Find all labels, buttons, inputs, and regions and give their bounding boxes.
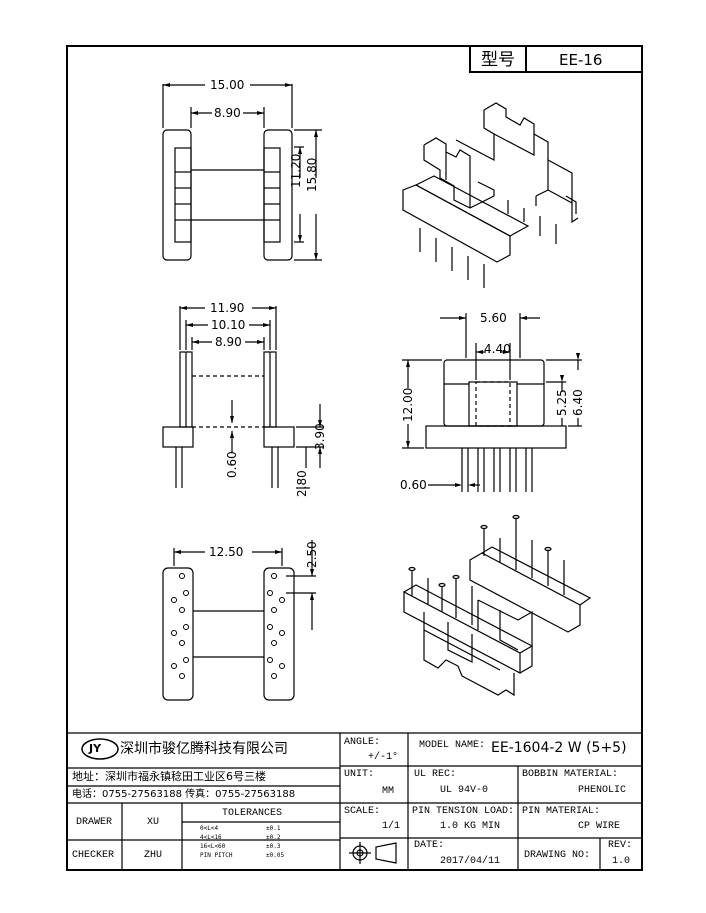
tolerance-range: 0<L<4 [200,825,219,832]
unit-value: MM [382,786,395,797]
angle-label: ANGLE: [344,737,381,748]
tolerances-label: TOLERANCES [222,808,283,819]
company-address: 地址：深圳市福永镇稔田工业区6号三楼 [72,770,266,783]
checker-value: ZHU [144,850,163,861]
rev-value: 1.0 [612,856,631,867]
tolerance-value: ±0.05 [266,852,285,859]
unit-label: UNIT: [344,769,375,780]
iso-view-1 [402,102,579,288]
dim-label: 10.10 [211,318,246,332]
model-name-value: EE-1604-2 W (5+5) [491,740,627,756]
dim-label: 11.90 [210,301,245,315]
dim-label: 2.50 [305,541,319,568]
rev-label: REV: [608,840,633,851]
dim-label: 12.50 [209,545,244,559]
projection-symbol-icon [349,842,397,864]
side-view [162,306,324,489]
dim-label: 5.60 [480,311,507,325]
dim-label: 15.80 [305,157,319,192]
bobbin-material-value: PHENOLIC [578,785,627,796]
dim-label: 12.00 [401,387,415,422]
dim-label: 2.80 [295,470,309,497]
tolerance-value: ±0.1 [266,825,281,832]
dim-label: 8.90 [215,335,242,349]
dim-label: 5.25 [555,389,569,416]
dim-label: 4.40 [484,342,511,356]
drawer-value: XU [147,817,160,828]
front-view [402,313,582,492]
title-block-grid [66,732,643,871]
iso-view-2 [403,514,592,697]
dim-label: 8.90 [214,106,241,120]
tolerance-range: 4<L<16 [200,834,222,841]
logo-icon [81,738,119,760]
tolerance-value: ±0.3 [266,843,281,850]
pin-material-label: PIN MATERIAL: [522,806,601,817]
drawing-frame [66,45,643,871]
dim-label: 11.20 [289,153,303,188]
dim-label: 3.90 [313,423,327,450]
model-header-value: EE-16 [559,51,603,69]
tolerance-range: PIN PITCH [200,852,233,859]
scale-label: SCALE: [344,806,381,817]
dim-label: 15.00 [210,78,245,92]
ul-rec-value: UL 94V-0 [440,785,489,796]
ul-rec-label: UL REC: [414,769,457,780]
top-view [162,84,322,261]
dim-label: 0.60 [225,451,239,478]
pin-tension-label: PIN TENSION LOAD: [412,806,515,817]
logo-text: JY [89,742,102,755]
dim-label: 0.60 [400,478,427,492]
model-header-cell: EE-16 [525,45,643,73]
drawing-no-label: DRAWING NO: [524,850,591,861]
angle-value: +/-1° [368,752,399,763]
type-label: 型号 [481,50,515,70]
company-phone: 电话：0755-27563188 传真：0755-27563188 [72,789,296,800]
date-value: 2017/04/11 [440,856,501,867]
date-label: DATE: [414,840,445,851]
scale-value: 1/1 [382,821,401,832]
bobbin-material-label: BOBBIN MATERIAL: [522,769,619,780]
model-name-label: MODEL NAME: [419,740,486,751]
company-name: 深圳市骏亿腾科技有限公司 [120,741,288,757]
drawer-label: DRAWER [76,817,113,828]
tolerance-value: ±0.2 [266,834,281,841]
pin-material-value: CP WIRE [578,821,621,832]
dimension-arrows [163,83,580,600]
bottom-view [162,540,316,701]
tolerance-range: 16<L<60 [200,843,226,850]
dim-label: 6.40 [571,389,585,416]
pin-tension-value: 1.0 KG MIN [440,821,501,832]
checker-label: CHECKER [72,850,115,861]
